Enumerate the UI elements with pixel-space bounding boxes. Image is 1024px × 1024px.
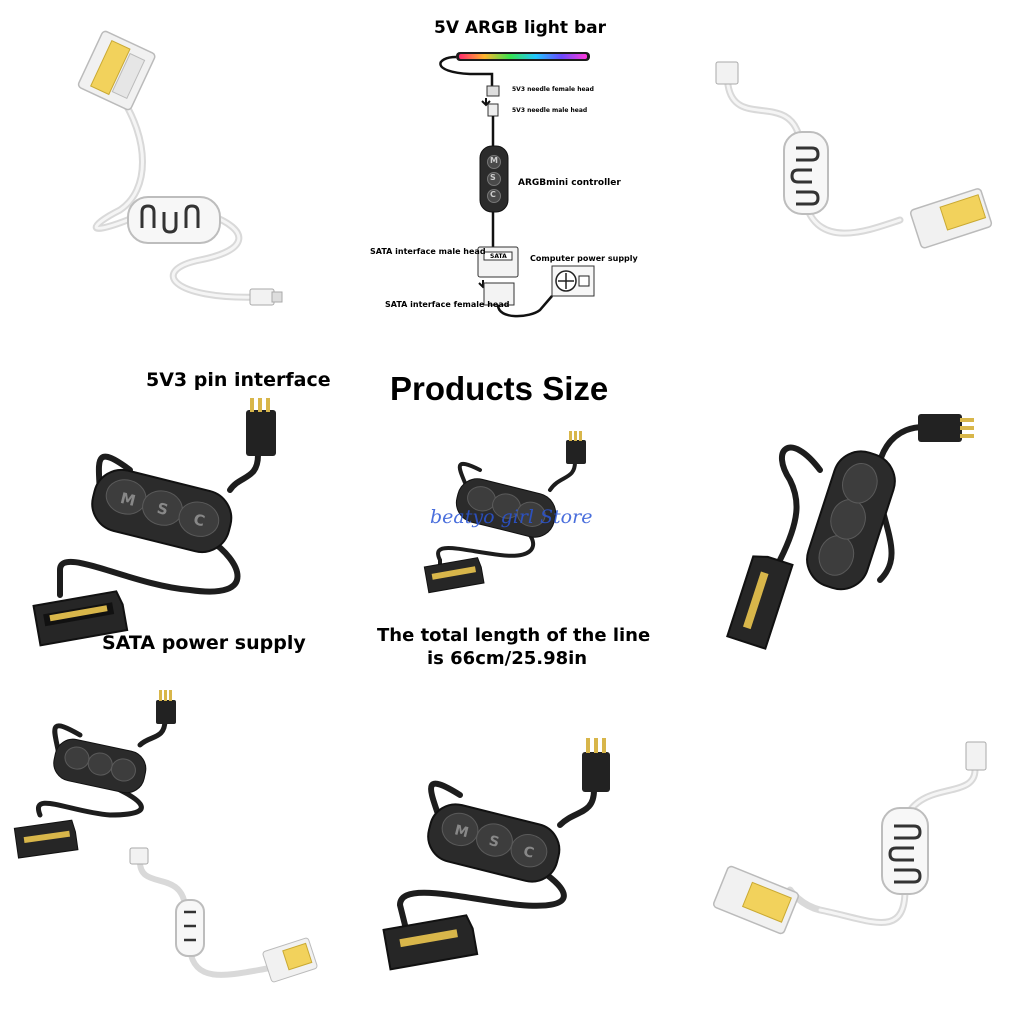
svg-text:M: M <box>453 822 470 841</box>
products-size-title: Products Size <box>390 370 609 407</box>
sata-plate-label: SATA <box>490 253 507 260</box>
sata-male-label: SATA interface male head <box>370 247 486 256</box>
power-supply-label: Computer power supply <box>530 254 638 263</box>
length-line-1: The total length of the line <box>377 625 651 646</box>
male-head-label: 5V3 needle male head <box>512 107 588 114</box>
svg-text:S: S <box>155 499 170 519</box>
diagram-buttons: M S C <box>486 155 502 207</box>
controller-label: ARGBmini controller <box>518 178 621 188</box>
svg-text:S: S <box>487 833 501 851</box>
sata-power-label: SATA power supply <box>102 632 306 654</box>
sata-female-label: SATA interface female head <box>385 300 510 309</box>
store-watermark: beatyo girl Store <box>430 506 593 528</box>
svg-text:M: M <box>119 489 138 510</box>
female-head-label: 5V3 needle female head <box>512 86 594 93</box>
button-c-letter: C <box>490 190 496 199</box>
svg-text:C: C <box>192 510 207 530</box>
pin-interface-label: 5V3 pin interface <box>146 369 331 391</box>
svg-text:C: C <box>522 844 536 862</box>
light-bar-title: 5V ARGB light bar <box>434 18 606 38</box>
button-m-letter: M <box>490 156 498 165</box>
length-line-2: is 66cm/25.98in <box>427 648 588 669</box>
button-s-letter: S <box>490 173 496 182</box>
